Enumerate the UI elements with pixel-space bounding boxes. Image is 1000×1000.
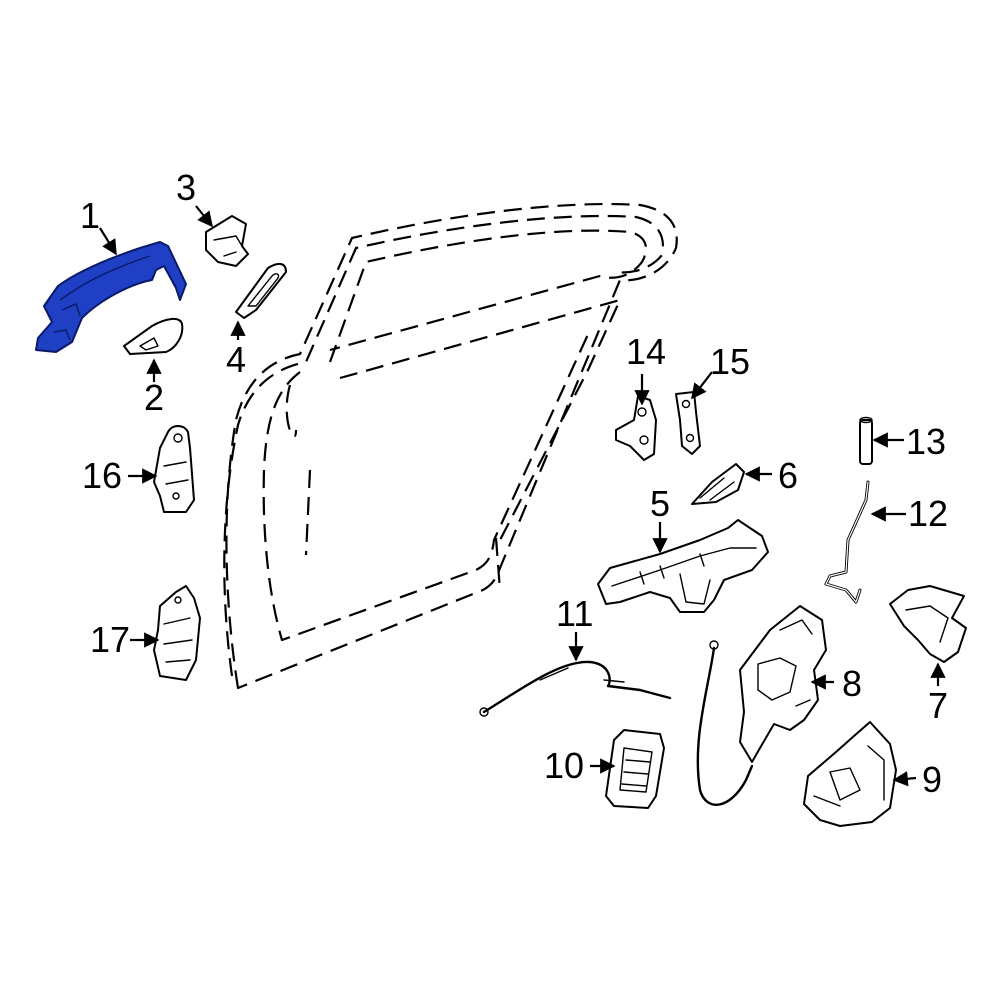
part-7-cover[interactable] <box>889 585 967 663</box>
callout-12[interactable]: 12 <box>908 493 948 534</box>
part-5-carrier[interactable] <box>597 519 769 613</box>
callout-15[interactable]: 15 <box>710 341 750 382</box>
callout-1[interactable]: 1 <box>80 195 100 236</box>
part-12-rod[interactable] <box>824 480 870 604</box>
callout-11[interactable]: 11 <box>556 593 593 634</box>
part-10-switch[interactable] <box>605 729 665 809</box>
part-9-actuator[interactable] <box>803 721 897 827</box>
callout-labels: 1 2 3 4 5 6 7 8 9 10 11 12 13 14 15 16 1… <box>80 167 948 800</box>
part-11-cable[interactable] <box>479 660 672 717</box>
part-14-bracket[interactable] <box>615 395 657 461</box>
callout-6[interactable]: 6 <box>778 455 798 496</box>
part-17-hinge[interactable] <box>153 585 201 681</box>
part-16-hinge[interactable] <box>153 425 195 513</box>
callout-13[interactable]: 13 <box>906 421 946 462</box>
callout-4[interactable]: 4 <box>226 339 246 380</box>
leader-lines <box>99 205 946 787</box>
callout-5[interactable]: 5 <box>650 483 670 524</box>
part-4-gasket[interactable] <box>235 262 287 319</box>
callout-10[interactable]: 10 <box>544 745 584 786</box>
part-3-cap[interactable] <box>205 215 249 267</box>
part-6-bracket[interactable] <box>691 463 745 505</box>
part-1-outside-handle[interactable] <box>35 241 187 353</box>
callout-14[interactable]: 14 <box>626 331 666 372</box>
part-15-plate[interactable] <box>675 391 701 455</box>
callout-17[interactable]: 17 <box>90 619 130 660</box>
part-8-latch[interactable] <box>696 605 827 806</box>
part-2-cover[interactable] <box>123 318 184 355</box>
part-13-pin[interactable] <box>859 416 873 465</box>
callout-16[interactable]: 16 <box>82 455 122 496</box>
callout-8[interactable]: 8 <box>842 663 862 704</box>
callout-2[interactable]: 2 <box>144 377 164 418</box>
door-outline <box>223 202 678 690</box>
callout-3[interactable]: 3 <box>176 167 196 208</box>
callout-7[interactable]: 7 <box>928 685 948 726</box>
callout-9[interactable]: 9 <box>922 759 942 800</box>
